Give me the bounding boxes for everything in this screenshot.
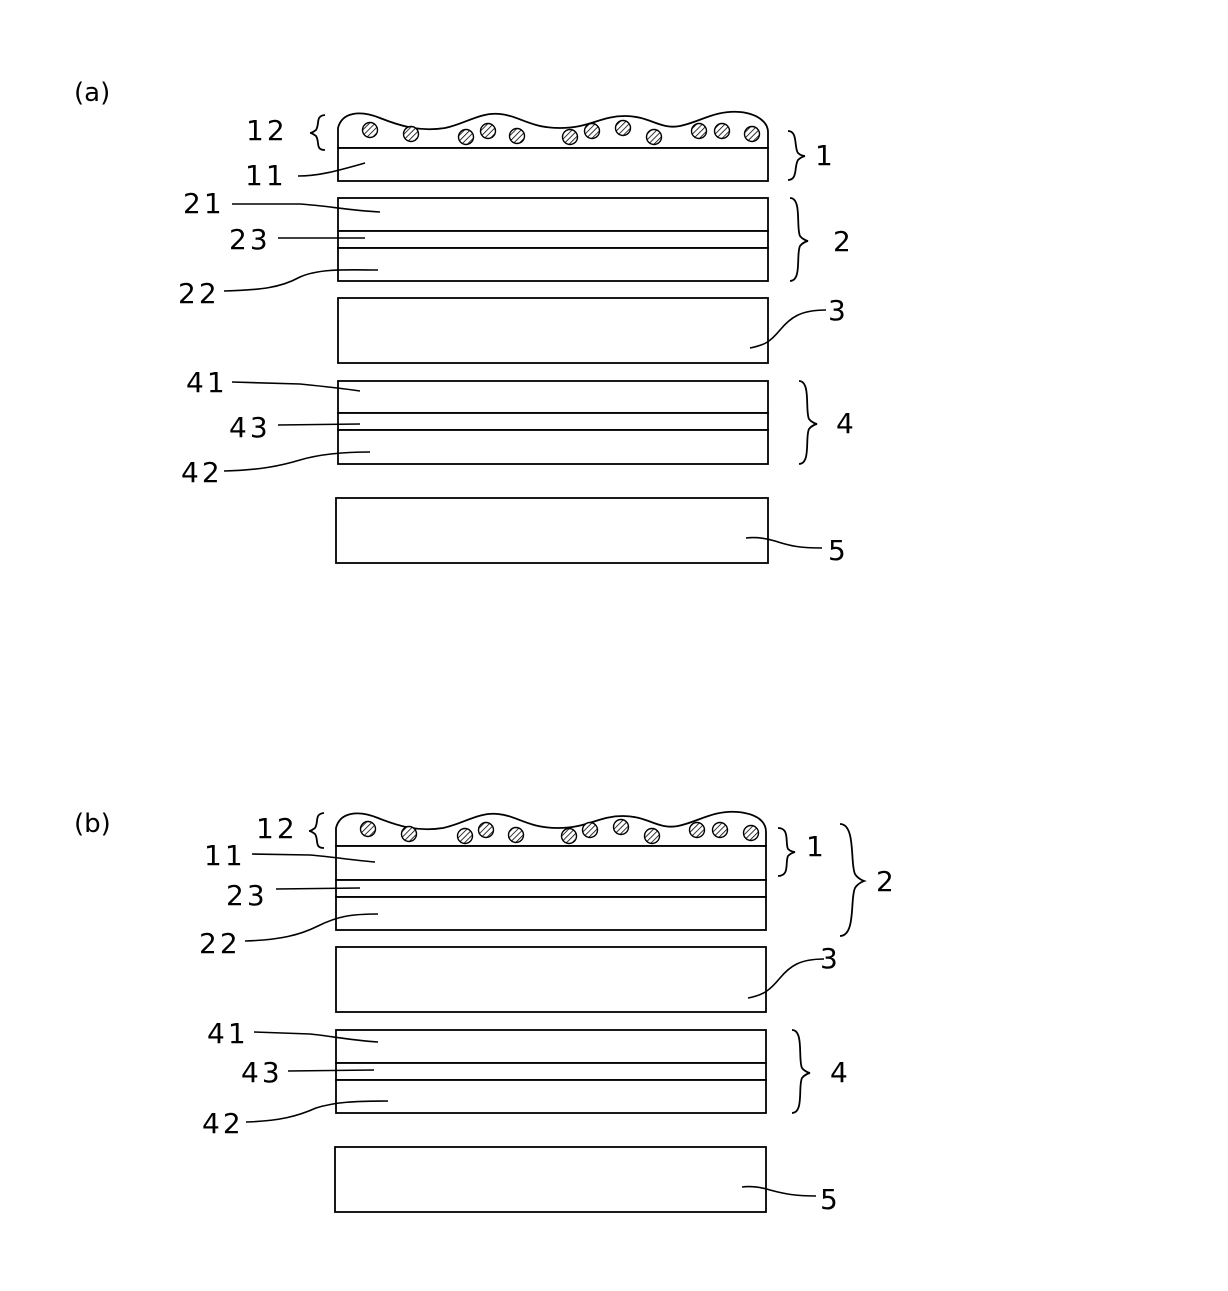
- panel-a-label-5: 5: [828, 534, 849, 567]
- particle: [647, 130, 662, 145]
- panel-a-layer-43: [338, 413, 768, 430]
- panel-a: (a): [74, 78, 857, 567]
- panel-b-layer-43: [336, 1063, 766, 1080]
- panel-a-label-12: 12: [246, 114, 288, 147]
- panel-b-label-11: 11: [204, 839, 246, 872]
- panel-b-label-5: 5: [820, 1183, 841, 1216]
- panel-a-layer-41: [338, 381, 768, 413]
- panel-b-layer-41: [336, 1030, 766, 1063]
- particle: [361, 822, 376, 837]
- particle: [745, 127, 760, 142]
- particle: [616, 121, 631, 136]
- panel-a-layer-22: [338, 248, 768, 281]
- panel-b-label-43: 43: [241, 1056, 283, 1089]
- panel-b-leader-43: [288, 1070, 374, 1071]
- particle: [563, 130, 578, 145]
- panel-b-label-22: 22: [199, 927, 241, 960]
- panel-a-layer-23: [338, 231, 768, 248]
- panel-a-label-43: 43: [229, 411, 271, 444]
- particle: [692, 124, 707, 139]
- panel-a-label-4: 4: [836, 407, 857, 440]
- panel-a-layer-5: [336, 498, 768, 563]
- panel-a-title: (a): [74, 78, 110, 108]
- panel-b-label-2: 2: [876, 865, 897, 898]
- particle: [510, 129, 525, 144]
- panel-b-layer-11: [336, 846, 766, 880]
- panel-b-label-12: 12: [256, 812, 298, 845]
- particle: [713, 823, 728, 838]
- panel-b-label-23: 23: [226, 879, 268, 912]
- panel-a-label-23: 23: [229, 223, 271, 256]
- panel-a-label-21: 21: [183, 187, 225, 220]
- panel-a-leader-43: [278, 424, 360, 425]
- particle: [481, 124, 496, 139]
- particle: [363, 123, 378, 138]
- panel-b-layer-23: [336, 880, 766, 897]
- panel-b-title: (b): [74, 809, 111, 839]
- panel-b-layer-42: [336, 1080, 766, 1113]
- particle: [479, 823, 494, 838]
- panel-b-label-4: 4: [830, 1056, 851, 1089]
- panel-b-layer-3: [336, 947, 766, 1012]
- panel-b-label-41: 41: [207, 1017, 249, 1050]
- particle: [459, 130, 474, 145]
- panel-a-label-11: 11: [245, 159, 287, 192]
- panel-b-brace-4: [792, 1030, 810, 1113]
- particle: [645, 829, 660, 844]
- particle: [614, 820, 629, 835]
- particle: [404, 127, 419, 142]
- panel-b-label-3: 3: [820, 942, 841, 975]
- particle: [744, 826, 759, 841]
- panel-a-layer-11: [338, 148, 768, 181]
- panel-b-label-42: 42: [202, 1107, 244, 1140]
- panel-a-label-41: 41: [186, 366, 228, 399]
- panel-a-brace-2: [790, 198, 808, 281]
- panel-a-layer-42: [338, 430, 768, 464]
- panel-b-brace-2: [840, 824, 864, 936]
- panel-b-label-1: 1: [806, 830, 827, 863]
- particle: [583, 823, 598, 838]
- panel-a-label-3: 3: [828, 294, 849, 327]
- particle: [562, 829, 577, 844]
- particle: [585, 124, 600, 139]
- panel-a-label-2: 2: [833, 225, 854, 258]
- panel-b-brace-1: [778, 828, 795, 876]
- particle: [690, 823, 705, 838]
- panel-a-brace-4: [799, 381, 817, 464]
- panel-b-layer-5: [335, 1147, 766, 1212]
- panel-a-label-22: 22: [178, 277, 220, 310]
- panel-a-layer-3: [338, 298, 768, 363]
- panel-b: (b): [74, 809, 897, 1216]
- panel-b-brace-12: [309, 813, 324, 848]
- particle: [402, 827, 417, 842]
- panel-a-layer-21: [338, 198, 768, 231]
- particle: [715, 124, 730, 139]
- panel-b-layer-22: [336, 897, 766, 930]
- particle: [458, 829, 473, 844]
- panel-b-leader-23: [276, 888, 360, 889]
- panel-a-label-42: 42: [181, 456, 223, 489]
- particle: [509, 828, 524, 843]
- panel-a-brace-1: [788, 131, 805, 180]
- panel-a-label-1: 1: [815, 139, 836, 172]
- panel-a-brace-12: [310, 115, 325, 150]
